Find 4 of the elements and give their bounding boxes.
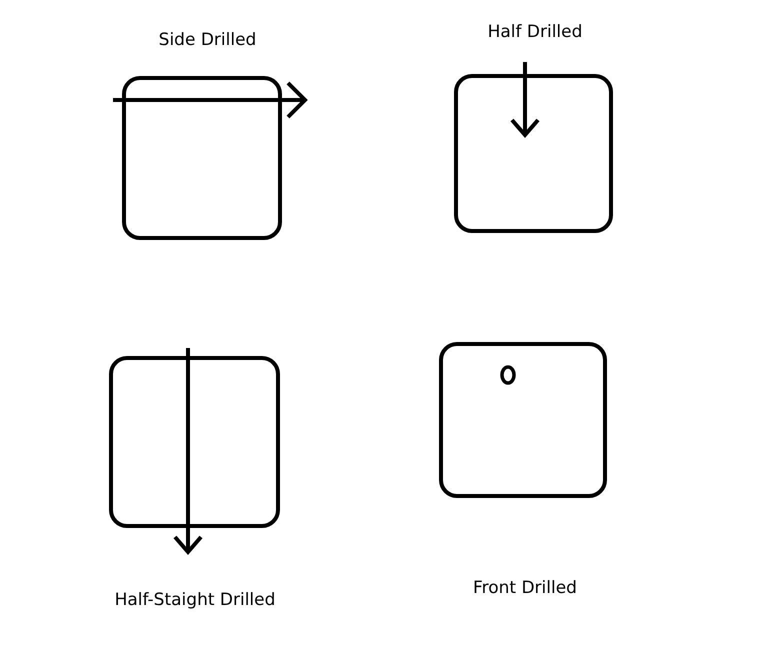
drill-type-label: Half Drilled (486, 22, 584, 42)
drill-type-label: Side Drilled (158, 30, 258, 50)
drill-type-label: Front Drilled (472, 578, 578, 598)
drill-type-label: Half-Staight Drilled (114, 590, 276, 610)
